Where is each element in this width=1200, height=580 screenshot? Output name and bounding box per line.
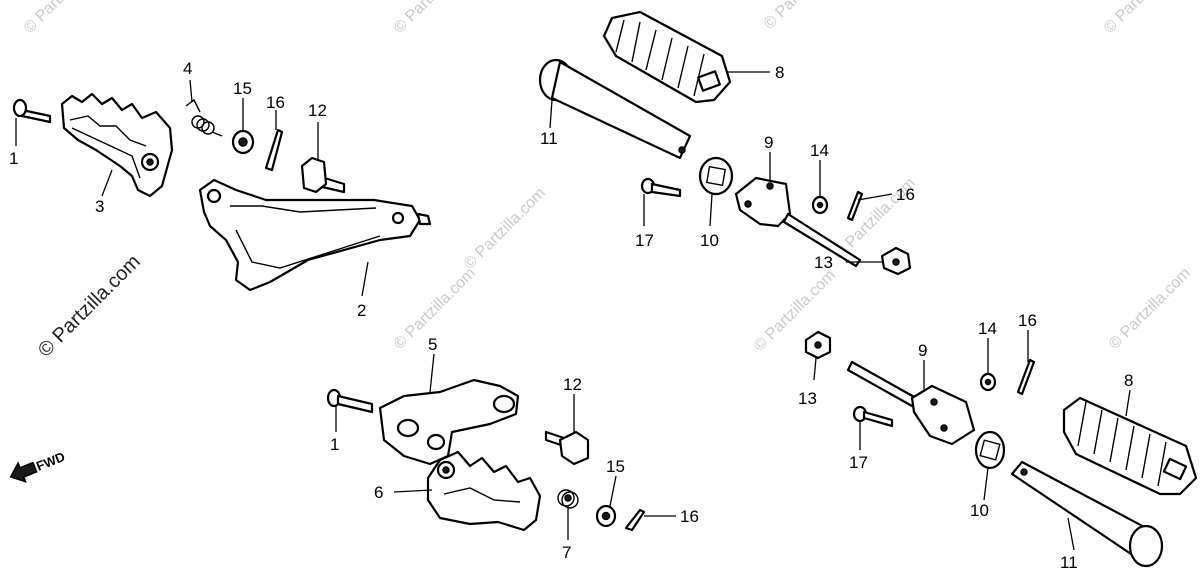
small-washer-part	[811, 195, 829, 215]
callout-10: 10	[700, 231, 719, 250]
watermark-text: © Partzilla.com	[461, 185, 549, 273]
callout-5: 5	[428, 335, 437, 354]
callout-16: 16	[1018, 311, 1037, 330]
callout-6: 6	[374, 483, 383, 502]
spring-part	[557, 489, 579, 509]
footpeg-pin-part	[538, 58, 692, 160]
callout-14: 14	[978, 319, 997, 338]
footpeg-part	[60, 92, 174, 198]
callout-9: 9	[918, 341, 927, 360]
small-washer-part	[979, 372, 997, 392]
square-washer-part	[698, 156, 734, 196]
peg-holder-part	[846, 360, 976, 446]
callout-16: 16	[896, 185, 915, 204]
callout-16: 16	[680, 507, 699, 526]
callout-12: 12	[563, 375, 582, 394]
cotter-pin-part	[846, 190, 864, 222]
callout-10: 10	[970, 501, 989, 520]
peg-holder-part	[734, 176, 862, 268]
peg-bracket-part	[378, 378, 520, 466]
watermark-layer: © Partzilla.com © Partzilla.com © Partzi…	[21, 0, 1194, 362]
callout-14: 14	[810, 141, 829, 160]
callout-9: 9	[764, 133, 773, 152]
bolt-part	[300, 156, 346, 194]
footpeg-pin-part	[1010, 460, 1164, 568]
square-washer-part	[974, 430, 1006, 470]
callout-8: 8	[775, 63, 784, 82]
callout-12: 12	[308, 101, 327, 120]
nut-part	[804, 330, 832, 360]
callout-11: 11	[1060, 553, 1078, 572]
bolt-part	[544, 430, 590, 466]
fwd-arrow-icon: FWD	[9, 449, 67, 483]
callout-1: 1	[9, 149, 18, 168]
callout-8: 8	[1124, 371, 1133, 390]
watermark-text: © Partzilla.com	[761, 0, 849, 33]
fwd-label: FWD	[34, 449, 67, 474]
callout-11: 11	[540, 129, 558, 148]
clevis-pin-part	[326, 388, 374, 414]
callout-15: 15	[606, 457, 625, 476]
washer-part	[231, 129, 255, 155]
callout-2: 2	[357, 301, 366, 320]
watermark-main: © Partzilla.com	[34, 251, 145, 362]
cotter-pin-part	[1016, 358, 1036, 396]
grip-part	[1062, 396, 1198, 496]
callout-13: 13	[798, 389, 817, 408]
clevis-bolt-part	[852, 405, 894, 428]
grip-part	[602, 10, 732, 104]
clevis-bolt-part	[640, 177, 682, 198]
callout-labels: 1 3 4 15 16 12 2 8 11 9 14 16 17 10 13 5…	[9, 59, 1133, 572]
callout-7: 7	[562, 543, 571, 562]
callout-17: 17	[849, 453, 868, 472]
footpeg-part	[426, 450, 542, 532]
bracket-part	[198, 178, 432, 292]
callout-16: 16	[266, 93, 285, 112]
callout-17: 17	[635, 231, 654, 250]
callout-13: 13	[814, 253, 833, 272]
watermark-text: © Partzilla.com	[391, 0, 479, 37]
watermark-text: © Partzilla.com	[21, 0, 109, 37]
cotter-pin-part	[624, 508, 646, 532]
spring-part	[185, 98, 223, 137]
cotter-pin-part	[264, 128, 284, 172]
watermark-text: © Partzilla.com	[1101, 0, 1189, 37]
callout-4: 4	[183, 59, 192, 78]
callout-3: 3	[95, 197, 104, 216]
clevis-pin-part	[12, 98, 52, 124]
washer-part	[595, 504, 617, 528]
callout-15: 15	[233, 79, 252, 98]
callout-1: 1	[330, 435, 339, 454]
leader-lines	[15, 71, 1131, 551]
nut-part	[880, 246, 912, 276]
watermark-text: © Partzilla.com	[1106, 265, 1194, 353]
